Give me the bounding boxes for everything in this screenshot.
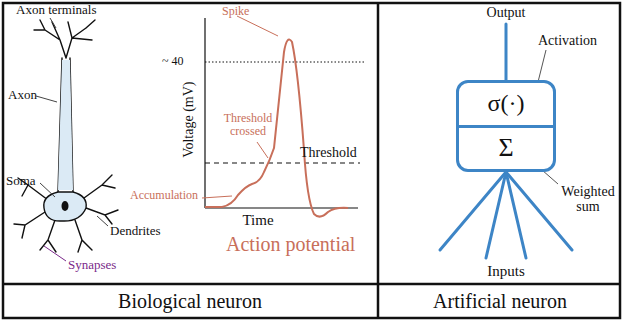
box-section: Σ xyxy=(459,128,553,170)
label: Biological neuron xyxy=(118,290,262,312)
label: Time xyxy=(242,212,273,229)
label: Soma xyxy=(6,174,36,188)
sum-symbol: Σ xyxy=(498,133,513,163)
label: Dendrites xyxy=(110,224,161,238)
label: Threshold crossed xyxy=(215,112,281,138)
leader-lines xyxy=(36,18,108,226)
box-section: σ(·) xyxy=(459,83,553,128)
label: Inputs xyxy=(487,263,525,280)
neuron-drawing xyxy=(14,20,118,252)
table-frame xyxy=(3,3,620,318)
neuron-wires xyxy=(440,24,572,258)
label: ~ 40 xyxy=(162,55,184,68)
column-divider xyxy=(377,3,380,318)
label: Voltage (mV) xyxy=(181,82,196,158)
action-potential-plot xyxy=(202,16,365,217)
soma-body xyxy=(44,192,86,221)
activation-symbol: σ(·) xyxy=(488,90,525,117)
label: Synapses xyxy=(68,258,116,272)
label: Output xyxy=(487,5,526,20)
label: Axon xyxy=(8,88,37,102)
label: Artificial neuron xyxy=(433,290,567,312)
neuron-box: σ(·) Σ xyxy=(456,80,556,172)
label: Activation xyxy=(538,33,597,48)
axon-fill xyxy=(58,60,73,190)
nucleus xyxy=(62,201,69,211)
label: Action potential xyxy=(226,233,355,255)
label: Threshold xyxy=(300,145,357,160)
label: Accumulation xyxy=(130,189,198,202)
row-divider xyxy=(3,283,620,286)
label: Weighted sum xyxy=(558,184,618,215)
label: Axon terminals xyxy=(16,3,97,17)
label: Spike xyxy=(222,5,249,18)
synapse-leader xyxy=(44,246,66,261)
